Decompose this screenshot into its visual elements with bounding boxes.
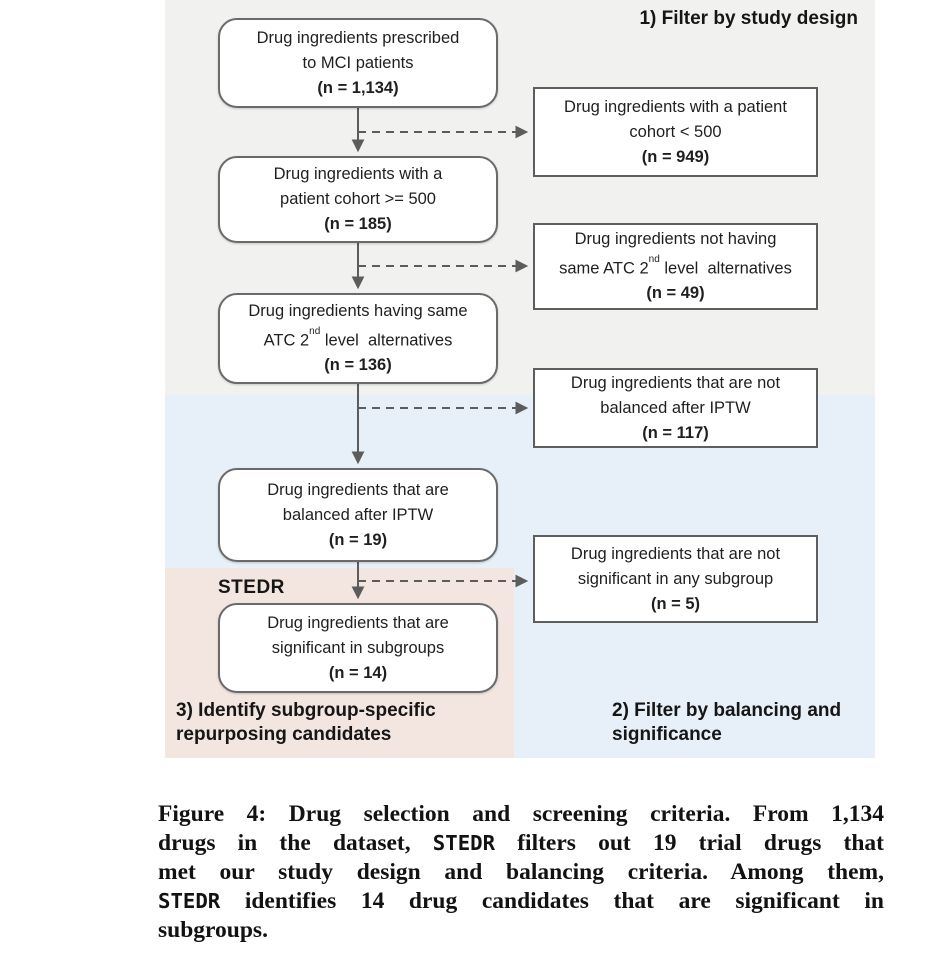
flow-box-text: cohort < 500 (629, 122, 722, 141)
exclusion-box-not-balanced-after-iptw: Drug ingredients that are not balanced af… (533, 368, 818, 448)
flow-box-text: (n = 185) (324, 215, 392, 233)
flow-box-significant-in-subgroups: Drug ingredients that are significant in … (218, 603, 498, 693)
flow-box-text: same ATC 2nd level alternatives (559, 253, 792, 278)
flow-box-text: (n = 1,134) (317, 78, 399, 97)
flow-box-balanced-after-iptw: Drug ingredients that are balanced after … (218, 468, 498, 562)
flow-box-text: Drug ingredients not having (574, 229, 777, 248)
flow-box-text: Drug ingredients with a (273, 165, 443, 183)
flow-box-text: (n = 14) (328, 663, 388, 682)
flow-box-text: Drug ingredients having same (248, 301, 468, 320)
flow-box-text: (n = 136) (324, 356, 392, 375)
flow-box-text: ATC 2nd level alternatives (263, 325, 453, 350)
label-balancing-line-2: significance (612, 724, 722, 745)
flow-box-text: significant in subgroups (271, 638, 445, 657)
flow-box-text: balanced after IPTW (282, 505, 434, 524)
flow-box-text: Drug ingredients that are (267, 480, 449, 499)
flow-box-text: Drug ingredients prescribed (256, 28, 460, 47)
drug-screening-flowchart: 1) Filter by study design STEDR 3) Ident… (165, 0, 875, 758)
caption-line: subgroups. (158, 917, 268, 943)
flow-box-text: Drug ingredients that are not (570, 544, 781, 563)
flow-box-text: (n = 19) (328, 530, 388, 549)
flow-box-text: significant in any subgroup (577, 569, 774, 588)
label-identify-line-1: 3) Identify subgroup-specific (176, 700, 436, 721)
caption-line: met our study design and balancing crite… (158, 859, 884, 885)
figure-caption: Figure 4: Drug selection and screening c… (158, 800, 884, 945)
caption-line: Figure 4: Drug selection and screening c… (158, 801, 884, 827)
flow-box-cohort-ge-500: Drug ingredients with a patient cohort >=… (218, 156, 498, 243)
exclusion-box-not-having-same-atc-alternatives: Drug ingredients not having same ATC 2nd … (533, 223, 818, 310)
flow-box-text: patient cohort >= 500 (280, 190, 436, 208)
label-identify-line-2: repurposing candidates (176, 724, 392, 745)
flow-box-text: to MCI patients (302, 53, 414, 72)
exclusion-box-not-significant-any-subgroup: Drug ingredients that are not significant… (533, 535, 818, 623)
caption-line: STEDR identifies 14 drug candidates that… (158, 888, 884, 914)
caption-line: drugs in the dataset, STEDR filters out … (158, 830, 884, 856)
exclusion-box-cohort-lt-500: Drug ingredients with a patient cohort < … (533, 87, 818, 177)
label-filter-by-balancing: 2) Filter by balancing and significance (612, 699, 841, 747)
flow-box-text: (n = 117) (642, 423, 709, 442)
flow-box-text: (n = 949) (641, 147, 710, 166)
flow-box-text: Drug ingredients with a patient (564, 97, 787, 116)
flow-box-prescribed-to-mci: Drug ingredients prescribed to MCI patien… (218, 18, 498, 108)
flow-box-text: (n = 49) (646, 284, 705, 303)
flow-box-text: balanced after IPTW (600, 398, 751, 417)
flow-box-text: Drug ingredients that are not (570, 373, 781, 392)
label-stedr: STEDR (218, 577, 285, 598)
flow-box-text: Drug ingredients that are (267, 613, 449, 632)
label-balancing-line-1: 2) Filter by balancing and (612, 700, 842, 721)
label-identify-subgroup-candidates: 3) Identify subgroup-specific repurposin… (176, 699, 436, 747)
flow-box-text: (n = 5) (650, 594, 701, 613)
label-filter-by-study-design: 1) Filter by study design (639, 8, 858, 29)
